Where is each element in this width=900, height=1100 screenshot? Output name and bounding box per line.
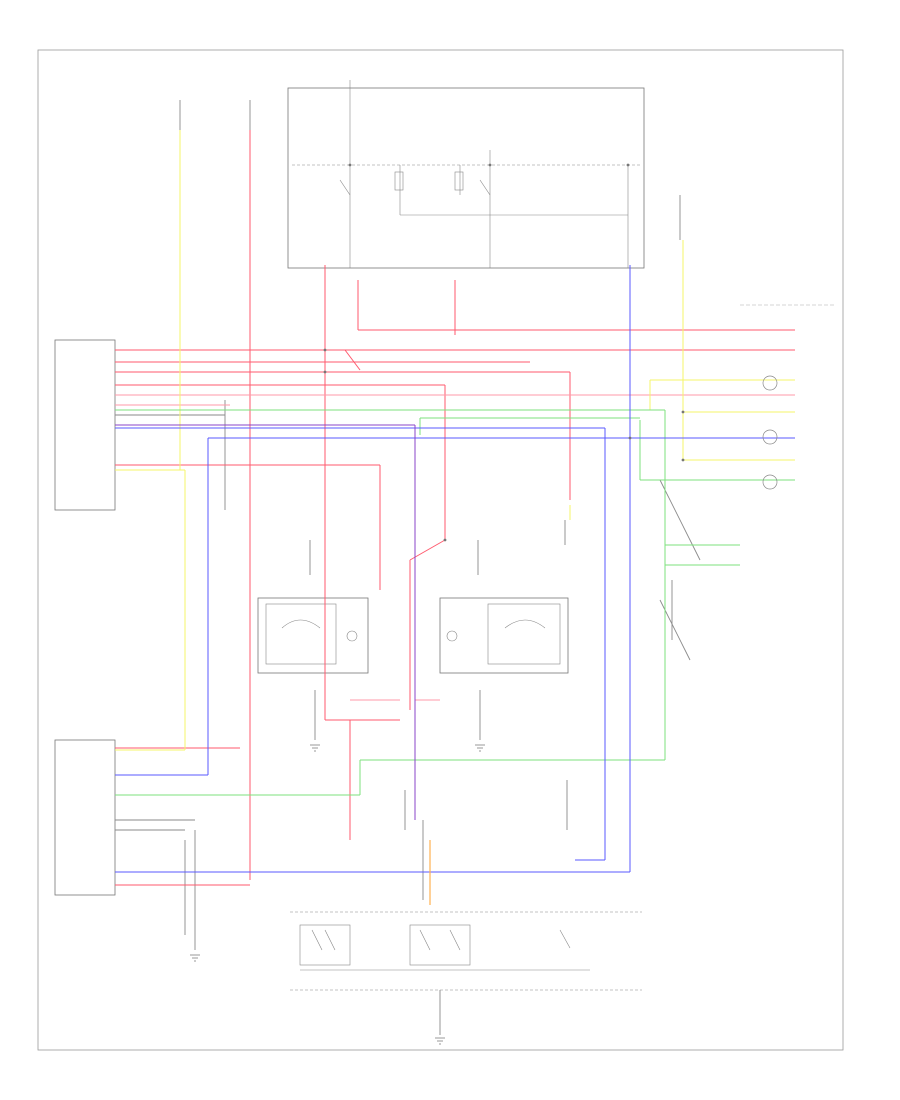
- yellow-wires: [115, 130, 795, 751]
- left-lamp-arc: [281, 619, 321, 629]
- left-headlight-inner: [265, 603, 337, 665]
- lamp-indicator-icon: [762, 429, 778, 445]
- diagram-frame: [37, 49, 844, 1051]
- left-headlight-box: [257, 597, 369, 674]
- indicator-icons: [762, 375, 778, 490]
- lamp-indicator-icon: [762, 375, 778, 391]
- bottom-switches: [299, 924, 590, 971]
- right-lamp-arc: [504, 619, 546, 629]
- ground-icon: [190, 954, 200, 962]
- red-wires: [115, 130, 795, 886]
- left-upper-module: [54, 339, 116, 511]
- left-lower-module: [54, 739, 116, 896]
- left-bulb-icon: [346, 630, 358, 642]
- ground-icon: [310, 744, 320, 752]
- ground-icons: [190, 744, 485, 1045]
- right-headlight-box: [439, 597, 569, 674]
- splice-dots: [323, 163, 685, 542]
- right-bulb-icon: [446, 630, 458, 642]
- green-wires: [115, 409, 795, 796]
- pink-wires: [115, 394, 795, 701]
- purple-wires: [115, 424, 416, 820]
- lamp-indicator-icon: [762, 474, 778, 490]
- ground-icon: [475, 744, 485, 752]
- top-module-internals: [292, 80, 640, 268]
- blue-wires: [115, 265, 795, 873]
- ground-icon: [435, 1037, 445, 1045]
- gray-wires: [115, 100, 701, 1035]
- right-headlight-inner: [487, 603, 561, 665]
- top-module-box: [287, 87, 645, 269]
